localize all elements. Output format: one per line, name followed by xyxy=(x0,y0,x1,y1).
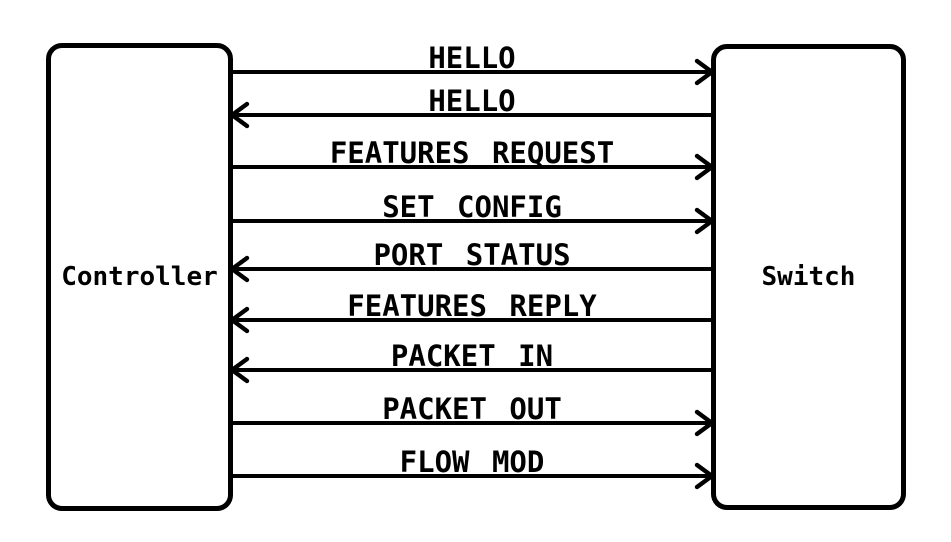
arrow-line xyxy=(230,165,714,169)
arrow-line xyxy=(230,368,714,372)
arrowhead-right-icon xyxy=(694,207,715,235)
controller-label: Controller xyxy=(61,262,218,292)
message-label: HELLO xyxy=(428,84,516,118)
message-label: PACKET IN xyxy=(390,339,554,373)
switch-label: Switch xyxy=(761,262,856,292)
message-label: PACKET OUT xyxy=(382,392,562,426)
message-label: FLOW MOD xyxy=(399,445,545,479)
arrow-line xyxy=(230,70,714,74)
message-label: PORT STATUS xyxy=(373,238,571,272)
arrowhead-right-icon xyxy=(694,462,715,490)
arrowhead-left-icon xyxy=(229,356,250,384)
arrowhead-left-icon xyxy=(229,306,250,334)
arrowhead-right-icon xyxy=(694,58,715,86)
message-label: FEATURES REQUEST xyxy=(329,136,615,170)
arrowhead-left-icon xyxy=(229,101,250,129)
arrow-line xyxy=(230,474,714,478)
arrowhead-left-icon xyxy=(229,255,250,283)
arrow-line xyxy=(230,267,714,271)
arrowhead-right-icon xyxy=(694,409,715,437)
message-label: SET CONFIG xyxy=(382,190,562,224)
message-label: FEATURES REPLY xyxy=(347,289,597,323)
arrow-line xyxy=(230,318,714,322)
message-label: HELLO xyxy=(428,41,516,75)
controller-node: Controller xyxy=(46,43,233,511)
arrowhead-right-icon xyxy=(694,153,715,181)
arrow-line xyxy=(230,113,714,117)
arrow-line xyxy=(230,421,714,425)
switch-node: Switch xyxy=(711,44,906,510)
arrow-line xyxy=(230,219,714,223)
